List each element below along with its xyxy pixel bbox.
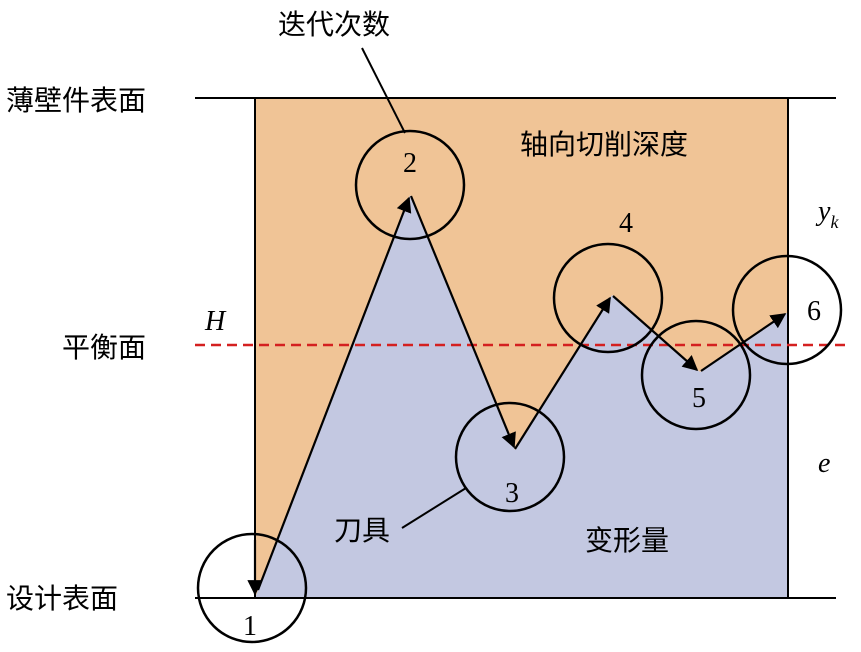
point-label-3: 3 <box>505 478 519 509</box>
iteration-count-label: 迭代次数 <box>278 8 390 41</box>
point-label-4: 4 <box>619 208 633 239</box>
point-label-5: 5 <box>692 383 706 414</box>
iteration-circle-3 <box>454 401 566 513</box>
e-label: e <box>818 448 830 479</box>
arrow-3-to-4 <box>514 296 611 450</box>
tool-leader <box>401 487 467 529</box>
arrow-4-to-5 <box>612 295 699 372</box>
thin-wall-surface-label: 薄壁件表面 <box>6 84 146 117</box>
axial-cut-depth-label: 轴向切削深度 <box>520 128 688 161</box>
iteration-circle-4 <box>552 242 664 354</box>
iteration-count-leader <box>361 47 406 134</box>
arrow-1-to-2 <box>256 196 412 591</box>
design-surface-label: 设计表面 <box>6 582 118 615</box>
point-label-1: 1 <box>243 611 257 642</box>
tool-label: 刀具 <box>334 514 390 547</box>
balance-plane-label: 平衡面 <box>62 331 146 364</box>
iteration-circle-6 <box>731 254 843 366</box>
iteration-circle-1 <box>196 532 308 644</box>
point-label-2: 2 <box>403 148 417 179</box>
deformation-label: 变形量 <box>585 524 669 557</box>
iteration-circle-2 <box>354 129 466 241</box>
yk-label-y: y <box>815 196 831 227</box>
point-label-6: 6 <box>807 296 821 327</box>
h-label: H <box>204 306 227 337</box>
yk-label-k: k <box>830 212 839 232</box>
deformation-region <box>255 195 788 598</box>
iteration-circle-5 <box>640 319 752 431</box>
yk-label: yk <box>815 196 839 232</box>
